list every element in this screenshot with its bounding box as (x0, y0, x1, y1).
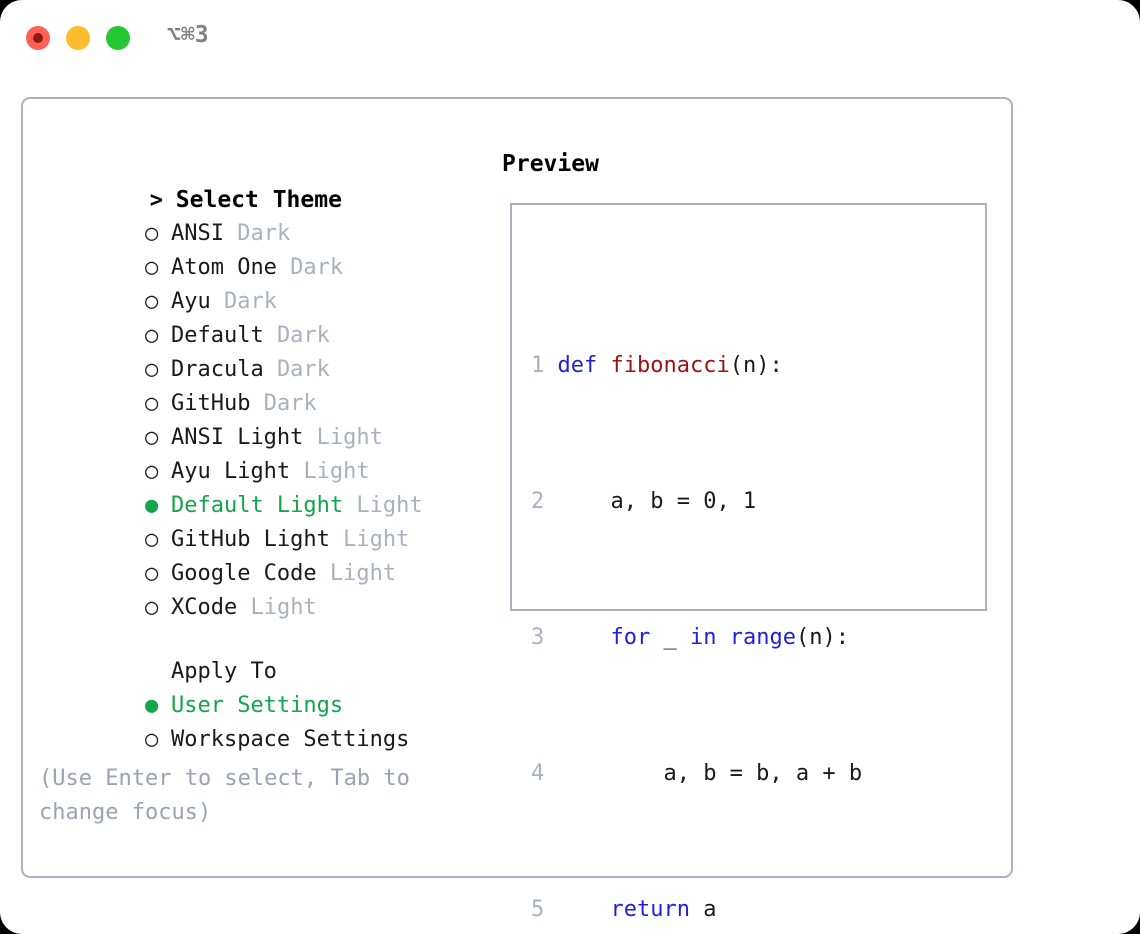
theme-variant-tag: Light (356, 493, 423, 518)
code-token: a (703, 897, 717, 922)
select-theme-heading: > Select Theme (39, 149, 489, 213)
code-line: 4 a, b = b, a + b (531, 757, 902, 791)
theme-option-label: ANSI (170, 221, 224, 246)
theme-variant-tag: Light (343, 527, 410, 552)
radio-unselected-icon: ○ (144, 459, 159, 484)
preview-box: 1 def fibonacci(n): 2 a, b = 0, 1 3 for … (510, 203, 987, 922)
apply-to-option-user-settings[interactable]: ● User Settings (39, 655, 489, 718)
code-line: 1 def fibonacci(n): (531, 349, 902, 383)
apply-to-heading: Apply To (39, 621, 489, 684)
theme-option-label: GitHub Light (170, 527, 330, 552)
theme-option-label: ANSI Light (170, 425, 304, 450)
code-token: a, b = 0, 1 (557, 489, 757, 514)
code-token: range (729, 625, 796, 650)
theme-variant-tag: Dark (223, 289, 277, 314)
theme-selector-column: >Select Theme ○ANSI Dark ○Atom One Dark … (39, 149, 489, 752)
theme-option-github-dark[interactable]: ○ GitHub Dark (39, 353, 489, 416)
radio-unselected-icon: ○ (144, 221, 159, 246)
apply-to-marker-icon (145, 655, 171, 689)
line-number: 4 (531, 761, 545, 786)
main-panel: >Select Theme ○ANSI Dark ○Atom One Dark … (21, 97, 1013, 922)
theme-option-ansi-dark[interactable]: ○ ANSI Dark (39, 183, 489, 246)
line-number: 3 (531, 625, 545, 650)
radio-selected-icon: ● (144, 493, 159, 518)
theme-option-label: XCode (170, 595, 238, 620)
line-number: 5 (531, 897, 545, 922)
theme-option-label: Atom One (170, 255, 277, 280)
theme-option-xcode[interactable]: ○ XCode Light (39, 557, 489, 620)
theme-option-label: Default Light (170, 493, 344, 518)
radio-unselected-icon: ○ (144, 289, 159, 314)
theme-option-ayu-dark[interactable]: ○ Ayu Dark (39, 251, 489, 314)
line-number: 2 (531, 489, 545, 514)
theme-option-label: Ayu (170, 289, 211, 314)
title-bar: ⌥⌘3 (0, 0, 1140, 78)
theme-option-dracula-dark[interactable]: ○ Dracula Dark (39, 319, 489, 382)
keyboard-shortcut-label: ⌥⌘3 (167, 22, 209, 48)
close-window-button[interactable] (26, 26, 50, 50)
theme-variant-tag: Light (250, 595, 317, 620)
apply-to-option-label: User Settings (170, 693, 344, 718)
code-token: (n): (795, 625, 849, 650)
code-token: return (557, 897, 704, 922)
code-token: (n): (729, 353, 783, 378)
select-theme-heading-label: Select Theme (175, 187, 342, 213)
code-token: fibonacci (610, 353, 730, 378)
code-preview: 1 def fibonacci(n): 2 a, b = 0, 1 3 for … (531, 247, 902, 934)
theme-variant-tag: Dark (263, 391, 317, 416)
keyboard-hint-text: (Use Enter to select, Tab to change focu… (39, 766, 424, 825)
radio-unselected-icon: ○ (144, 391, 159, 416)
radio-unselected-icon: ○ (144, 323, 159, 348)
theme-variant-tag: Dark (237, 221, 291, 246)
apply-to-heading-label: Apply To (170, 659, 277, 684)
theme-variant-tag: Dark (276, 323, 330, 348)
theme-variant-tag: Dark (290, 255, 344, 280)
line-number: 1 (531, 353, 545, 378)
radio-unselected-icon: ○ (144, 727, 159, 752)
radio-selected-icon: ● (144, 693, 159, 718)
radio-unselected-icon: ○ (144, 255, 159, 280)
theme-option-default-light[interactable]: ● Default Light Light (39, 455, 489, 518)
theme-variant-tag: Light (316, 425, 383, 450)
theme-option-label: GitHub (170, 391, 251, 416)
cursor-caret-icon: > (149, 188, 164, 213)
code-token: _ (663, 625, 690, 650)
minimize-window-button[interactable] (66, 26, 90, 50)
theme-option-label: Google Code (170, 561, 317, 586)
close-icon (33, 33, 43, 43)
code-line: 2 a, b = 0, 1 (531, 485, 902, 519)
code-line: 5 return a (531, 893, 902, 927)
code-token: def (557, 353, 611, 378)
theme-option-label: Ayu Light (170, 459, 291, 484)
theme-variant-tag: Light (329, 561, 397, 586)
code-token: a, b = b, a + b (557, 761, 863, 786)
radio-unselected-icon: ○ (144, 357, 159, 382)
theme-variant-tag: Dark (276, 357, 330, 382)
theme-option-ansi-light[interactable]: ○ ANSI Light Light (39, 387, 489, 450)
theme-option-label: Dracula (170, 357, 264, 382)
code-token: in (689, 625, 730, 650)
apply-to-option-label: Workspace Settings (170, 727, 410, 752)
theme-option-google-code[interactable]: ○ Google Code Light (39, 523, 489, 586)
preview-heading: Preview (502, 151, 599, 177)
theme-option-atom-one-dark[interactable]: ○ Atom One Dark (39, 217, 489, 280)
radio-unselected-icon: ○ (144, 595, 159, 620)
maximize-window-button[interactable] (106, 26, 130, 50)
theme-option-github-light[interactable]: ○ GitHub Light Light (39, 489, 489, 552)
radio-unselected-icon: ○ (144, 561, 159, 586)
radio-unselected-icon: ○ (144, 425, 159, 450)
theme-option-ayu-light[interactable]: ○ Ayu Light Light (39, 421, 489, 484)
theme-option-default-dark[interactable]: ○ Default Dark (39, 285, 489, 348)
apply-to-option-workspace-settings[interactable]: ○ Workspace Settings (39, 689, 489, 752)
theme-variant-tag: Light (303, 459, 370, 484)
radio-unselected-icon: ○ (144, 527, 159, 552)
code-line: 3 for _ in range(n): (531, 621, 902, 655)
theme-option-label: Default (170, 323, 264, 348)
code-token: for (557, 625, 664, 650)
